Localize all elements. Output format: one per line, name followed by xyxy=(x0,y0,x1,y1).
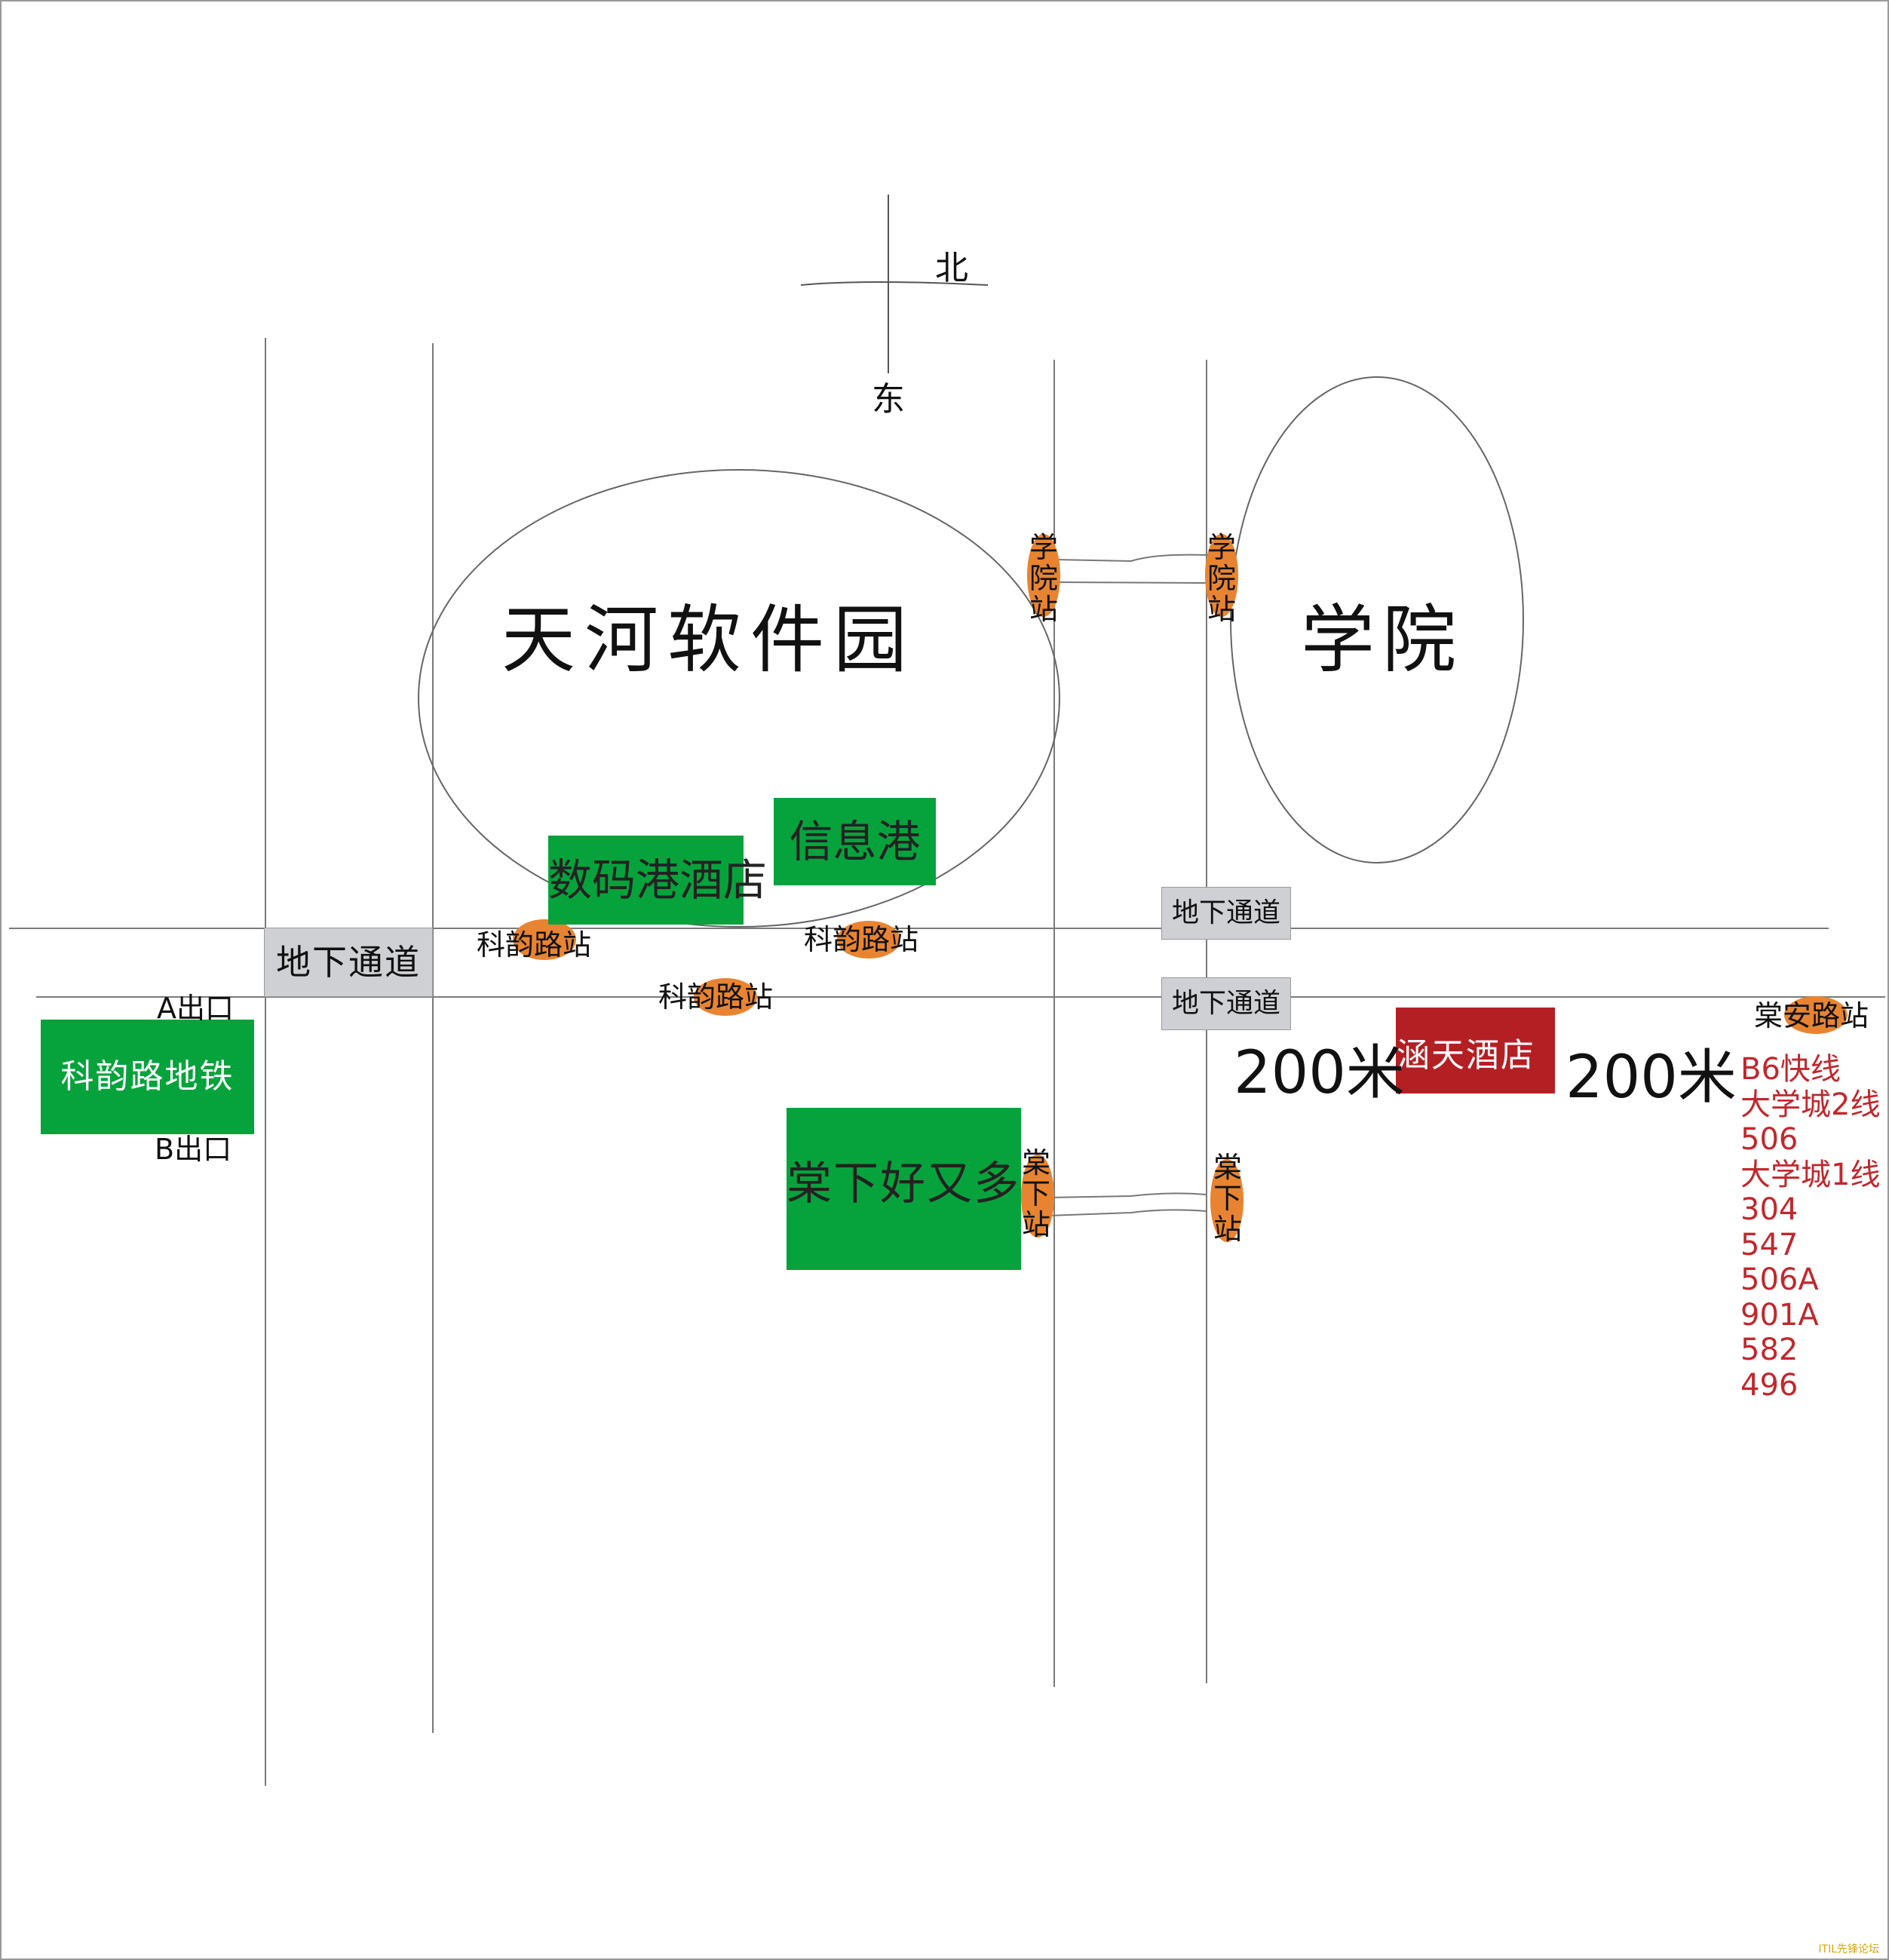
bus-line-item: 506 xyxy=(1740,1122,1799,1157)
bus-stop-xueyuan-left-label: 学 院 站 xyxy=(1027,532,1060,625)
hantian-hotel-box[interactable] xyxy=(1396,1008,1555,1093)
xinxigang-box[interactable]: 信息港 xyxy=(774,798,936,885)
xueyuan-right-char-1: 学 xyxy=(1207,531,1236,564)
xueyuan-right-char-2: 院 xyxy=(1207,562,1236,596)
haoyouduo-label: 棠下好又多 xyxy=(787,1158,1020,1210)
xinxigang-label: 信息港 xyxy=(789,816,921,867)
tangxia-right-char-2: 下 xyxy=(1213,1182,1242,1216)
underpass-right-bottom[interactable]: 地下通道 xyxy=(1161,977,1291,1030)
underpass-left[interactable]: 地下通道 xyxy=(264,928,433,997)
bus-lines-list: B6快线 大学城2线 506 大学城1线 304 547 506A 901A 5… xyxy=(1740,1052,1880,1403)
college-outline xyxy=(1230,376,1524,863)
hantian-hotel-label: 涵天酒店 xyxy=(1397,1036,1535,1075)
compass-east-line xyxy=(800,281,989,286)
xueyuan-left-char-3: 站 xyxy=(1029,593,1058,627)
bus-line-item: 304 xyxy=(1740,1192,1799,1227)
bus-stop-tangxia-right-label: 棠 下 站 xyxy=(1211,1152,1244,1245)
tangxia-right-char-3: 站 xyxy=(1213,1213,1242,1247)
software-park-outline xyxy=(418,469,1060,928)
underpass-left-label: 地下通道 xyxy=(276,942,421,983)
distance-left-label: 200米 xyxy=(1234,1039,1405,1107)
exit-b-label: B出口 xyxy=(155,1133,232,1166)
distance-right-label: 200米 xyxy=(1565,1044,1737,1112)
bus-line-item: 506A xyxy=(1740,1262,1819,1297)
bus-stop-tanganlu-label: 棠安路站 xyxy=(1754,999,1869,1032)
bus-stop-marker-keyunlu-3[interactable] xyxy=(694,978,757,1016)
bus-line-item: 547 xyxy=(1740,1227,1799,1262)
bus-stop-tangxia-left-label: 棠 下 站 xyxy=(1020,1146,1053,1242)
underpass-right-top-label: 地下通道 xyxy=(1171,897,1280,928)
college-title: 学院 xyxy=(1301,597,1464,683)
bus-line-item: 496 xyxy=(1740,1367,1799,1403)
bus-stop-keyunlu-1-label: 科韵路站 xyxy=(477,928,592,962)
xueyuan-left-char-1: 学 xyxy=(1029,531,1058,564)
bus-stop-keyunlu-2-label: 科韵路站 xyxy=(804,923,919,956)
bus-stop-marker-keyunlu-2[interactable] xyxy=(837,921,900,959)
bus-stop-keyunlu-3-label: 科韵路站 xyxy=(658,980,774,1014)
xueyuan-right-char-3: 站 xyxy=(1207,593,1236,627)
footbridge-xueyuan xyxy=(1053,554,1207,584)
tangxia-left-char-3: 站 xyxy=(1021,1208,1050,1242)
compass-east-label: 东 xyxy=(872,380,905,419)
exit-a-label: A出口 xyxy=(157,992,234,1025)
software-park-title: 天河软件园 xyxy=(501,597,917,683)
tangxia-left-char-1: 棠 xyxy=(1021,1146,1050,1179)
watermark-text: ITIL先锋论坛 xyxy=(1818,1943,1879,1955)
haoyouduo-box[interactable] xyxy=(787,1108,1021,1270)
underpass-right-bottom-label: 地下通道 xyxy=(1171,988,1280,1019)
bus-stop-marker-xueyuan-right[interactable] xyxy=(1205,534,1238,617)
bus-stop-marker-keyunlu-1[interactable] xyxy=(513,919,576,960)
bus-line-item: 901A xyxy=(1740,1297,1819,1333)
shumagang-hotel-label: 数码港酒店 xyxy=(548,854,768,906)
xueyuan-left-char-2: 院 xyxy=(1029,562,1058,596)
bus-stop-marker-xueyuan-left[interactable] xyxy=(1027,534,1060,617)
metro-station-box[interactable]: 科韵路地铁 xyxy=(41,1020,254,1134)
tangxia-right-char-1: 棠 xyxy=(1213,1151,1242,1184)
bus-stop-marker-tangxia-left[interactable] xyxy=(1021,1155,1054,1238)
bus-stop-marker-tangxia-right[interactable] xyxy=(1210,1159,1243,1242)
bus-line-item: B6快线 xyxy=(1740,1052,1841,1087)
bus-stop-marker-tanganlu[interactable] xyxy=(1784,996,1848,1034)
footbridge-tangxia xyxy=(1047,1192,1207,1216)
bus-stop-xueyuan-right-label: 学 院 站 xyxy=(1205,532,1238,625)
metro-station-label: 科韵路地铁 xyxy=(60,1057,235,1096)
underpass-right-top[interactable]: 地下通道 xyxy=(1161,887,1291,940)
bus-line-item: 大学城1线 xyxy=(1740,1157,1881,1192)
bus-line-item: 582 xyxy=(1740,1333,1799,1367)
shumagang-hotel-box[interactable] xyxy=(548,836,744,925)
tangxia-left-char-2: 下 xyxy=(1021,1177,1050,1211)
compass-north-label: 北 xyxy=(935,249,968,287)
bus-line-item: 大学城2线 xyxy=(1740,1087,1881,1122)
